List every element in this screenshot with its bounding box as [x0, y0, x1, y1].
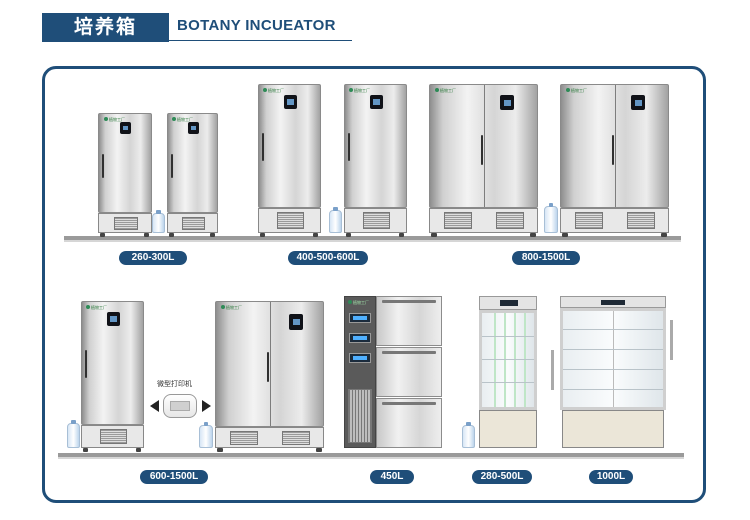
water-bottle: [67, 420, 80, 448]
door-handle: [348, 133, 350, 161]
door-handle: [612, 135, 614, 165]
capacity-tag-280-500: 280-500L: [472, 470, 532, 484]
water-bottle: [199, 422, 213, 448]
water-bottle: [152, 210, 165, 233]
door-handle: [102, 154, 104, 178]
arrow-left-icon: [150, 400, 159, 412]
capacity-tag-450: 450L: [370, 470, 414, 484]
capacity-tag-1000: 1000L: [589, 470, 633, 484]
brand-logo: 植物工厂: [435, 88, 456, 94]
control-screen: [370, 95, 383, 109]
control-screen: [107, 312, 120, 326]
capacity-tag-260-300: 260-300L: [119, 251, 187, 265]
drawer-middle: [376, 347, 442, 397]
brand-logo: 植物工厂: [263, 88, 284, 94]
control-screen: [631, 95, 645, 110]
control-panel: 植物工厂: [344, 296, 376, 448]
page-title: 培养箱: [42, 13, 169, 42]
title-underline: [169, 40, 352, 41]
brand-logo: 植物工厂: [566, 88, 587, 94]
capacity-tag-800-1500: 800-1500L: [512, 251, 580, 265]
door-handle: [171, 154, 173, 178]
water-bottle: [329, 207, 342, 233]
brand-logo: 植物工厂: [349, 88, 370, 94]
control-screen: [500, 95, 514, 110]
door-handle: [481, 135, 483, 165]
control-screen: [188, 122, 199, 134]
control-screen: [289, 314, 303, 330]
water-bottle: [544, 203, 558, 233]
water-bottle: [462, 422, 475, 448]
drawer-top: [376, 296, 442, 346]
door-handle: [267, 352, 269, 382]
micro-printer: [163, 394, 197, 418]
capacity-tag-400-600: 400-500-600L: [288, 251, 368, 265]
brand-logo: 植物工厂: [221, 305, 242, 311]
page-subtitle: BOTANY INCUEATOR: [177, 17, 336, 34]
product-frame: [42, 66, 706, 503]
capacity-tag-600-1500: 600-1500L: [140, 470, 208, 484]
brand-logo: 植物工厂: [172, 117, 193, 123]
drawer-bottom: [376, 398, 442, 448]
arrow-right-icon: [202, 400, 211, 412]
brand-logo: 植物工厂: [104, 117, 125, 123]
printer-label: 微型打印机: [157, 380, 192, 388]
brand-logo: 植物工厂: [348, 300, 369, 306]
door-handle: [85, 350, 87, 378]
door-handle: [262, 133, 264, 161]
control-screen: [120, 122, 131, 134]
shelf-bottom: [58, 453, 684, 459]
brand-logo: 植物工厂: [86, 305, 107, 311]
shelf-top: [64, 236, 681, 242]
control-screen: [284, 95, 297, 109]
